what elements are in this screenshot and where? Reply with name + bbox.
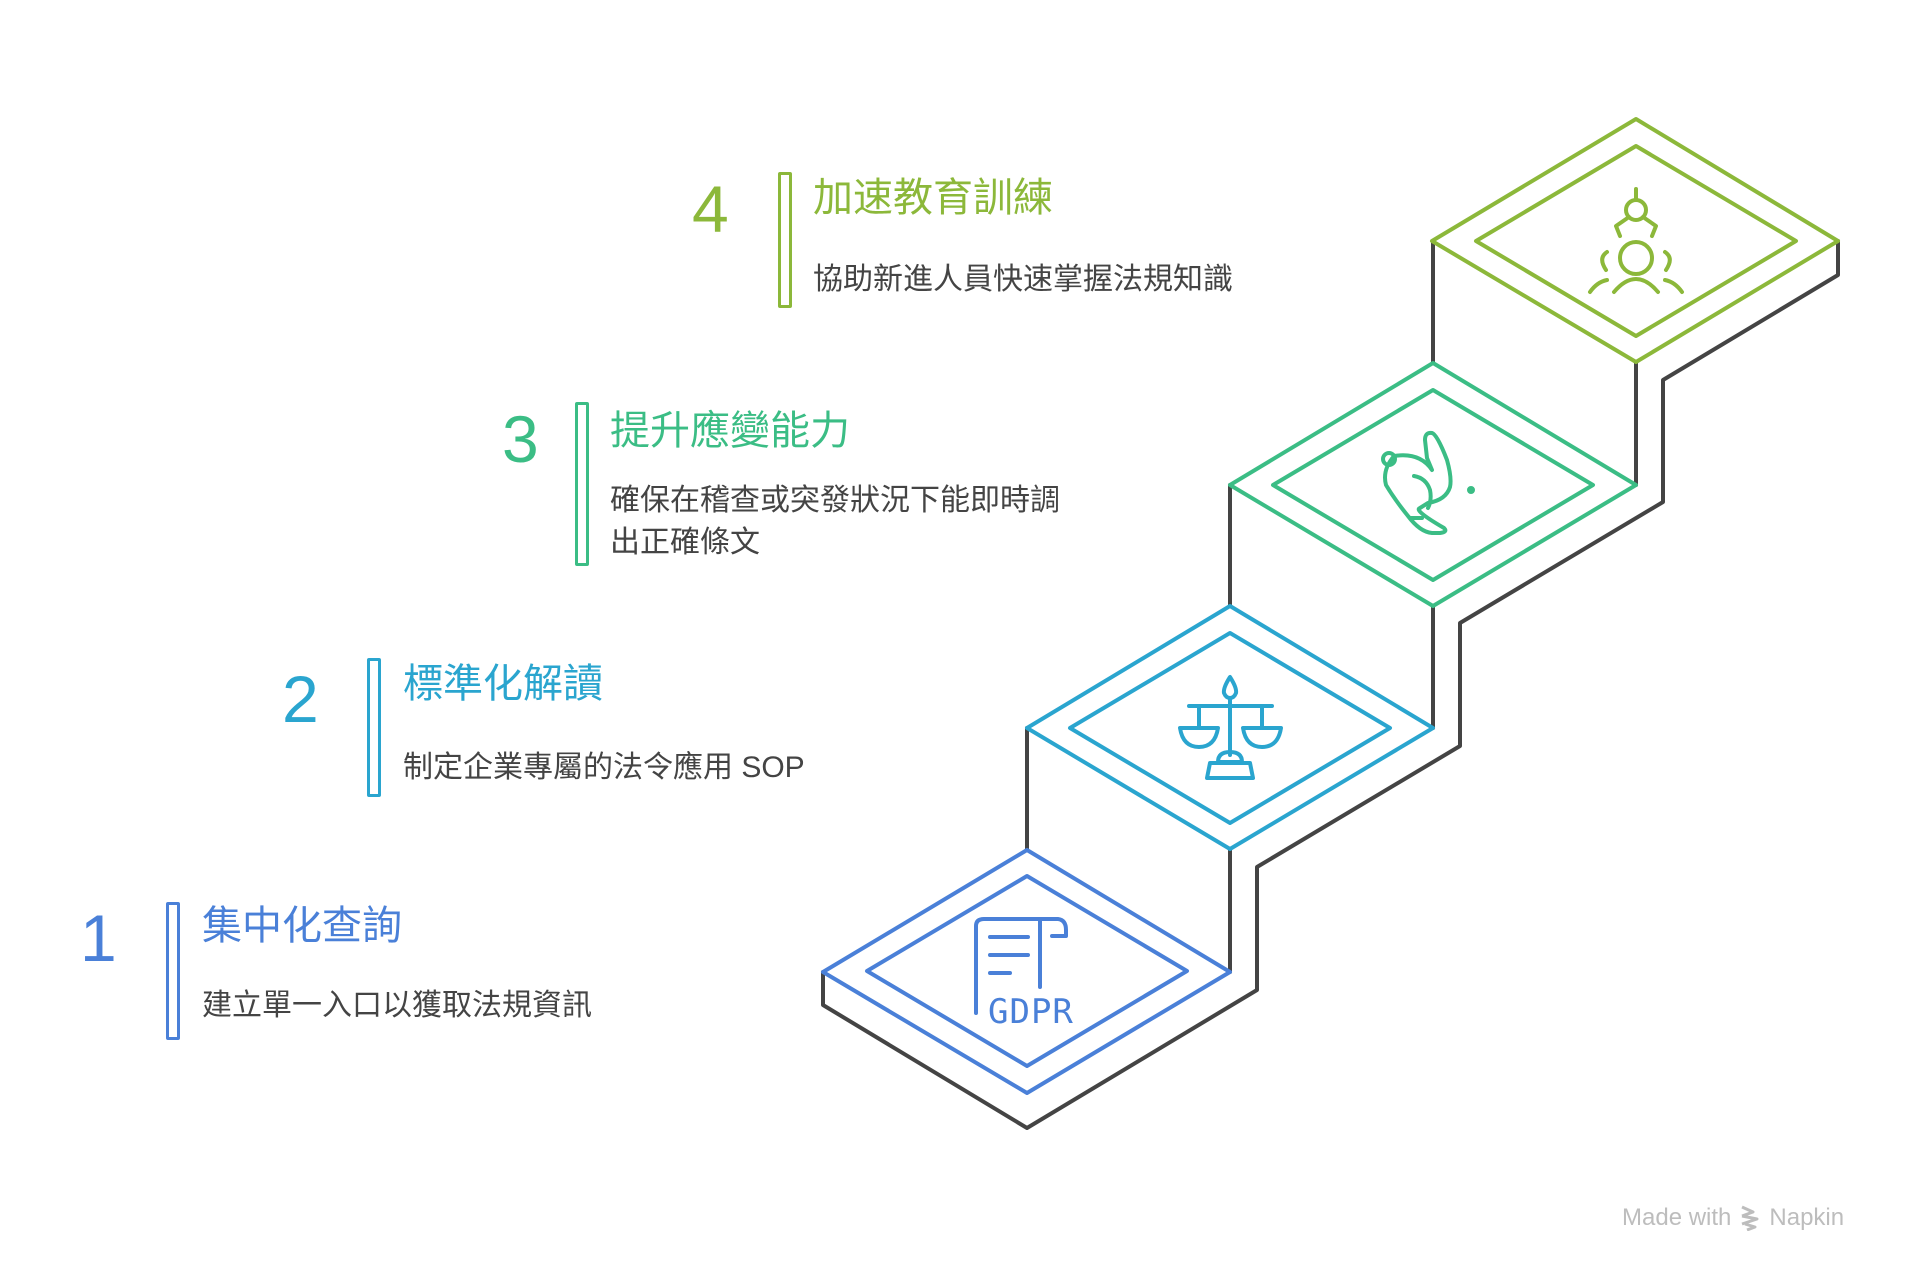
made-with-label: Made with [1622, 1204, 1732, 1231]
step-1-number: 1 [80, 901, 117, 975]
step-1-platform: GDPR [821, 848, 1232, 1095]
step-2-bar [367, 658, 381, 797]
step-4-title: 加速教育訓練 [813, 176, 1053, 220]
made-with-napkin-badge[interactable]: Made with Napkin [1622, 1204, 1844, 1232]
step-3-description: 確保在稽查或突發狀況下能即時調出正確條文 [610, 484, 1060, 559]
step-1-title: 集中化查詢 [202, 904, 402, 948]
riser-2 [1228, 483, 1435, 730]
step-2-outer-diamond [1025, 604, 1435, 851]
scales-of-justice-icon [1178, 675, 1283, 780]
staircase-outline [821, 239, 1840, 1130]
robot-arm-person-icon [1588, 187, 1684, 294]
step-3-outer-diamond [1228, 361, 1638, 608]
riser-1 [1025, 726, 1232, 974]
gdpr-icon-text: GDPR [988, 992, 1074, 1032]
step-2-title: 標準化解讀 [403, 662, 603, 706]
step-2-inner-diamond [1068, 631, 1392, 825]
step-3-platform [1228, 361, 1638, 608]
step-4-platform [1430, 117, 1840, 364]
napkin-logo-icon [1741, 1205, 1759, 1231]
step-4-inner-diamond [1474, 144, 1798, 338]
step-4-number: 4 [692, 172, 729, 246]
step-4-bar [778, 172, 792, 308]
gdpr-document-icon: GDPR [974, 917, 1074, 1032]
step-2-number: 2 [282, 662, 319, 736]
step-1-inner-diamond [865, 874, 1189, 1068]
step-2-platform [1025, 604, 1435, 851]
step-4-description: 協助新進人員快速掌握法規知識 [813, 263, 1233, 296]
step-2-description: 制定企業專屬的法令應用 SOP [403, 751, 805, 784]
step-3-title: 提升應變能力 [610, 409, 850, 453]
step-1-description: 建立單一入口以獲取法規資訊 [202, 989, 592, 1022]
step-3-inner-diamond [1271, 388, 1595, 582]
rabbit-icon [1381, 430, 1475, 535]
napkin-brand-label: Napkin [1769, 1204, 1845, 1231]
step-1-bar [166, 902, 180, 1040]
step-3-number: 3 [502, 402, 539, 476]
step-3-bar [575, 402, 589, 566]
step-1-outer-diamond [821, 848, 1232, 1095]
outer-edge [821, 239, 1840, 1130]
step-4-outer-diamond [1430, 117, 1840, 364]
riser-3 [1431, 239, 1638, 487]
